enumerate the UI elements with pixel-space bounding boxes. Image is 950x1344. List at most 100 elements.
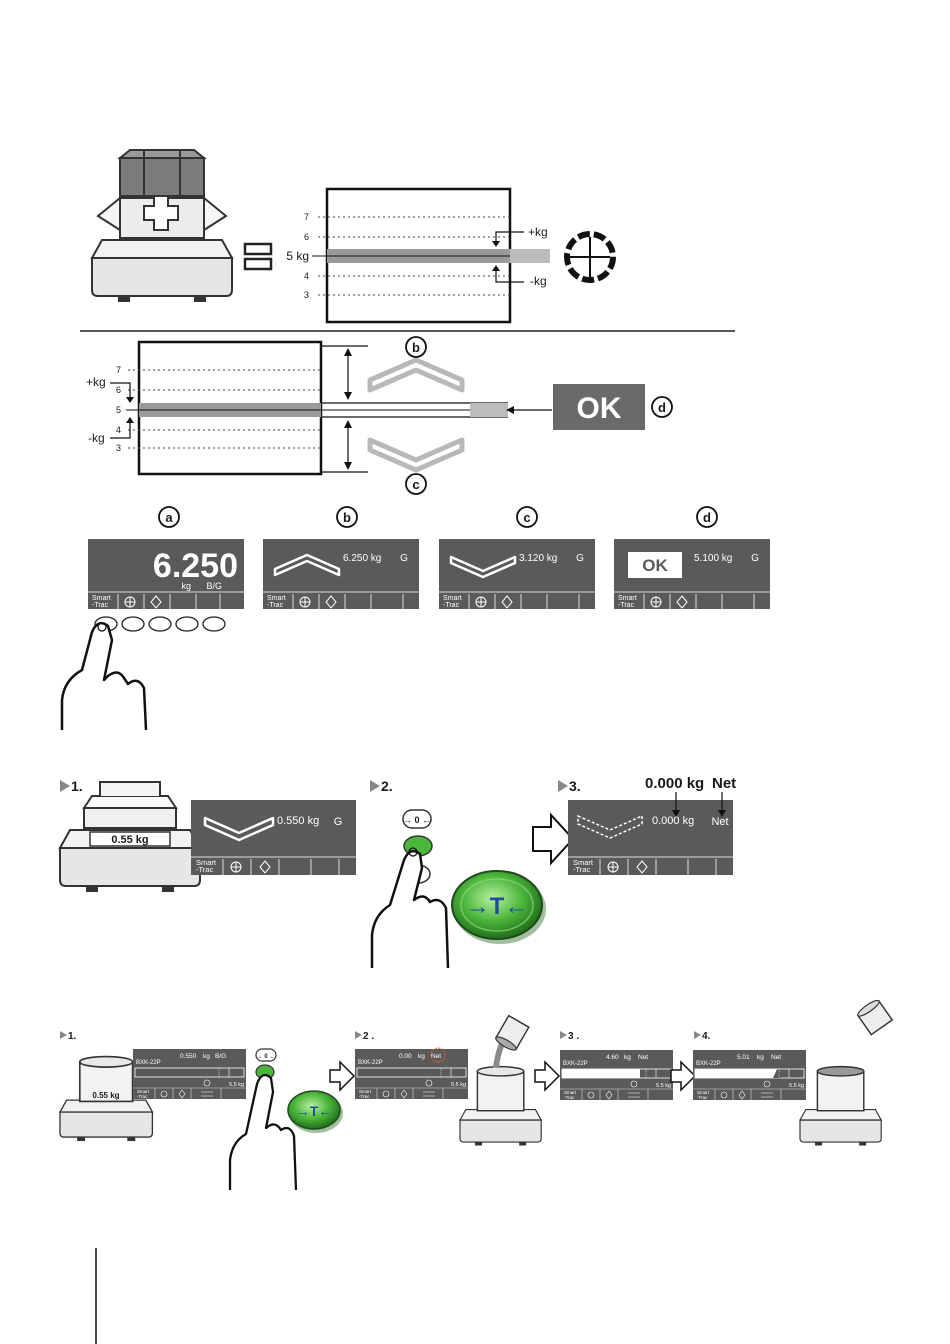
- fill-step-3: 3 .: [560, 1031, 579, 1042]
- transfer-icon[interactable]: [423, 1091, 435, 1097]
- smart-trac-key[interactable]: Smart: [137, 1089, 150, 1094]
- transfer-icon[interactable]: [628, 1092, 640, 1098]
- fill-step-2: 2 .: [355, 1031, 374, 1042]
- display-a: 6.250 kg B/G Smart -Trac: [88, 539, 244, 609]
- diamond-icon[interactable]: [400, 1089, 408, 1099]
- marker-c: c: [516, 506, 538, 528]
- softkey-3[interactable]: [148, 616, 172, 632]
- can-weight-label: 0.55 kg: [92, 1091, 119, 1100]
- tare-key-label: →T←: [466, 893, 529, 920]
- ok-indicator: [628, 552, 682, 578]
- section-principle: 7 6 5 kg 4 3 +kg -kg: [91, 149, 616, 324]
- model-label: BXK-22P: [136, 1060, 161, 1066]
- tare-button-enlarged[interactable]: →T←: [451, 870, 546, 944]
- minus-kg-label: -kg: [530, 274, 547, 288]
- marker-b: b: [336, 506, 358, 528]
- weight-readout: 5.100 kg: [694, 553, 732, 564]
- ok-text: OK: [642, 556, 668, 575]
- fill-display-2: BXK-22P 0.00 kg Net 5.5 kg Smart -Trac: [355, 1047, 468, 1099]
- svg-text:-Trac: -Trac: [92, 602, 109, 609]
- smart-trac-key[interactable]: Smart: [697, 1090, 710, 1095]
- step-2: 2.: [370, 778, 393, 794]
- zero-key[interactable]: [402, 809, 432, 829]
- equals-icon: [243, 242, 273, 271]
- tare-button-enlarged[interactable]: →T←: [287, 1090, 343, 1133]
- marker-d: d: [696, 506, 718, 528]
- transfer-icon[interactable]: [761, 1092, 773, 1098]
- transfer-icon[interactable]: [201, 1091, 213, 1097]
- svg-text:3 .: 3 .: [568, 1031, 579, 1042]
- smart-trac-key[interactable]: Smart: [564, 1090, 577, 1095]
- smart-trac-key[interactable]: Smart: [267, 595, 286, 602]
- svg-text:1.: 1.: [71, 778, 83, 794]
- svg-text:-Trac: -Trac: [618, 602, 635, 609]
- diamond-icon[interactable]: [676, 595, 688, 609]
- smart-trac-key[interactable]: Smart: [573, 858, 594, 867]
- crosshair-icon[interactable]: [587, 1091, 595, 1099]
- svg-text:c: c: [412, 477, 419, 492]
- crosshair-icon[interactable]: [160, 1090, 168, 1098]
- tick-label: 3: [304, 290, 309, 300]
- callout-mode: Net: [712, 775, 736, 792]
- under-chevron-icon: [367, 437, 465, 473]
- softkey-2[interactable]: [121, 616, 145, 632]
- mode-label: Net: [771, 1054, 781, 1061]
- diamond-icon[interactable]: [259, 860, 271, 874]
- svg-text:-Trac: -Trac: [137, 1094, 148, 1099]
- next-step-arrow: [329, 1060, 356, 1092]
- zero-key[interactable]: [255, 1048, 277, 1062]
- diamond-icon[interactable]: [605, 1090, 613, 1100]
- diamond-icon[interactable]: [636, 860, 648, 874]
- unit-label: kg: [181, 581, 191, 591]
- crosshair-icon[interactable]: [382, 1090, 390, 1098]
- softkey-4[interactable]: [175, 616, 199, 632]
- diamond-icon[interactable]: [325, 595, 337, 609]
- pressing-hand-illustration: [370, 849, 450, 969]
- unit-label: kg: [624, 1054, 631, 1061]
- smart-trac-key[interactable]: Smart: [359, 1089, 372, 1094]
- scale-with-empty-can: [59, 1055, 154, 1142]
- tare-display-3: 0.000 kg Net Smart -Trac: [568, 800, 733, 875]
- weight-readout: 0.550 kg: [277, 815, 319, 827]
- plus-kg-label: +kg: [528, 225, 548, 239]
- diamond-icon[interactable]: [150, 595, 162, 609]
- diamond-icon[interactable]: [501, 595, 513, 609]
- svg-text:3.: 3.: [569, 778, 581, 794]
- tick-label: 4: [304, 271, 309, 281]
- weight-readout: 0.550: [180, 1053, 197, 1060]
- fill-step-1: 1.: [60, 1031, 77, 1042]
- display-c: 3.120 kg G Smart -Trac: [439, 539, 595, 609]
- svg-text:-Trac: -Trac: [359, 1094, 370, 1099]
- svg-text:d: d: [658, 400, 666, 415]
- target-label: 5.5 kg: [229, 1082, 244, 1088]
- fill-bar: [134, 1067, 245, 1078]
- tick-label: 7: [304, 212, 309, 222]
- next-step-arrow: [532, 812, 575, 866]
- smart-trac-key[interactable]: Smart: [443, 595, 462, 602]
- scale-with-package-illustration: [91, 149, 233, 303]
- tick-label: 7: [116, 365, 121, 375]
- target-label: 5.5 kg: [789, 1083, 804, 1089]
- smart-trac-key[interactable]: Smart: [92, 595, 111, 602]
- fill-display-1: BXK-22P 0.550 kg B/G 5.5 kg Smart -Trac: [133, 1049, 246, 1099]
- fill-progress: [695, 1069, 777, 1078]
- ok-text: OK: [577, 392, 622, 425]
- smart-trac-key[interactable]: Smart: [618, 595, 637, 602]
- crosshair-icon[interactable]: [720, 1091, 728, 1099]
- tick-label-target: 5 kg: [286, 249, 309, 263]
- weight-readout: 5.01: [737, 1054, 750, 1061]
- tick-label: 3: [116, 443, 121, 453]
- weight-readout: 0.000 kg: [652, 815, 694, 827]
- weight-readout: 6.250: [153, 547, 238, 585]
- svg-text:2.: 2.: [381, 778, 393, 794]
- softkey-5[interactable]: [202, 616, 226, 632]
- svg-text:-Trac: -Trac: [697, 1095, 708, 1100]
- fill-step-4: 4.: [694, 1031, 711, 1042]
- marker-c: c: [405, 473, 427, 495]
- step-3: 3.: [558, 778, 581, 794]
- mode-label: G: [576, 553, 584, 564]
- diamond-icon[interactable]: [738, 1090, 746, 1100]
- diamond-icon[interactable]: [178, 1089, 186, 1099]
- scale-with-container-illustration: 0.55 kg: [59, 781, 201, 893]
- smart-trac-key[interactable]: Smart: [196, 858, 217, 867]
